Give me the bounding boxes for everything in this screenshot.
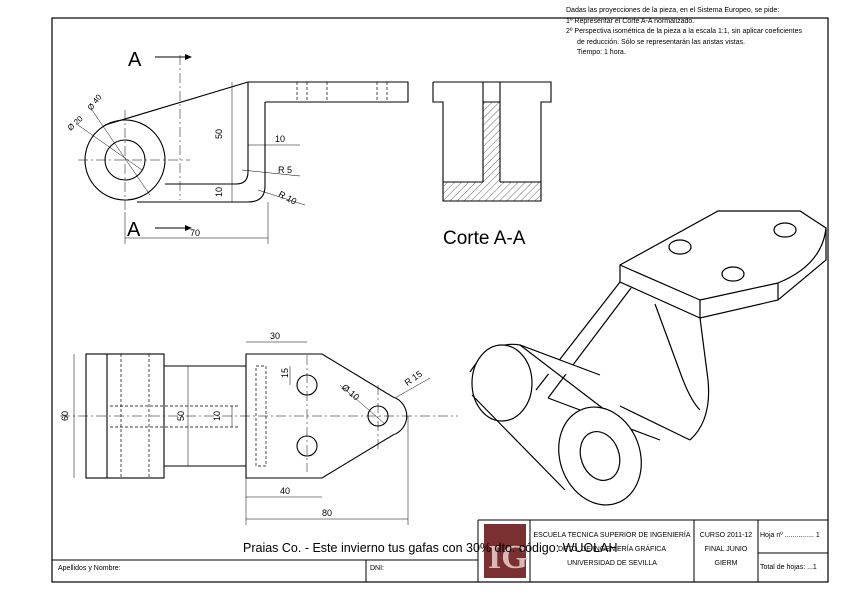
instruction-line: Tiempo: 1 hora. — [577, 49, 626, 57]
dim-d20: Ø 20 — [66, 114, 85, 133]
dim-d10: Ø 10 — [340, 382, 361, 402]
school-line-3: UNIVERSIDAD DE SEVILLA — [567, 560, 657, 567]
total-sheets: Total de hojas: ...1 — [760, 564, 817, 571]
dim-h60: 60 — [60, 411, 70, 421]
dim-h50: 50 — [214, 129, 224, 139]
dim-l80: 80 — [322, 508, 332, 518]
instruction-line: 2º Perspectiva isométrica de la pieza a … — [566, 28, 803, 36]
dni-label: DNI: — [370, 565, 384, 572]
dim-t10b: 10 — [212, 411, 222, 421]
isometric-view — [469, 210, 827, 506]
instruction-line: de reducción. Sólo se representarán las … — [577, 38, 746, 46]
instructions: Dadas las proyecciones de la pieza, en e… — [566, 6, 846, 59]
school-line-1: ESCUELA TECNICA SUPERIOR DE INGENIERÍA — [533, 532, 691, 539]
instruction-line: 1º Representar el Corte A-A normalizado. — [566, 17, 695, 25]
dim-t10: 10 — [214, 187, 224, 197]
university-logo: IG — [484, 524, 528, 578]
dim-w30: 30 — [270, 331, 280, 341]
dim-l40: 40 — [280, 486, 290, 496]
dim-l70: 70 — [190, 228, 200, 238]
dim-v15: 15 — [280, 368, 290, 378]
course-line-1: CURSO 2011-12 — [699, 532, 753, 539]
school-line-2: DPTO. DE INGENIERÍA GRÁFICA — [557, 546, 666, 553]
sheet-number: Hoja nº ............... 1 — [760, 532, 820, 539]
dim-d40: Ø 40 — [86, 92, 104, 112]
section-a-a — [432, 81, 552, 202]
svg-text:IG: IG — [488, 539, 528, 576]
sheet-border — [51, 17, 829, 583]
dim-r15: R 15 — [403, 369, 424, 388]
instruction-line: Dadas las proyecciones de la pieza, en e… — [566, 7, 780, 14]
watermark-ad: Praias Co. - Este invierno tus gafas con… — [243, 541, 618, 555]
course-line-2: FINAL JUNIO — [704, 546, 748, 553]
dim-r10: R 10 — [277, 189, 298, 207]
title-block-lines — [52, 519, 828, 582]
cut-letter-top: A — [128, 49, 142, 71]
plan-view — [60, 341, 458, 525]
dim-w10: 10 — [275, 134, 285, 144]
cut-letter-bottom: A — [127, 219, 141, 241]
section-label: Corte A-A — [443, 228, 526, 249]
course-line-3: GIERM — [714, 560, 738, 567]
dim-h50b: 50 — [176, 411, 186, 421]
dim-r5: R 5 — [278, 165, 292, 175]
name-label: Apellidos y Nombre: — [58, 565, 121, 572]
elevation-view — [77, 54, 409, 244]
